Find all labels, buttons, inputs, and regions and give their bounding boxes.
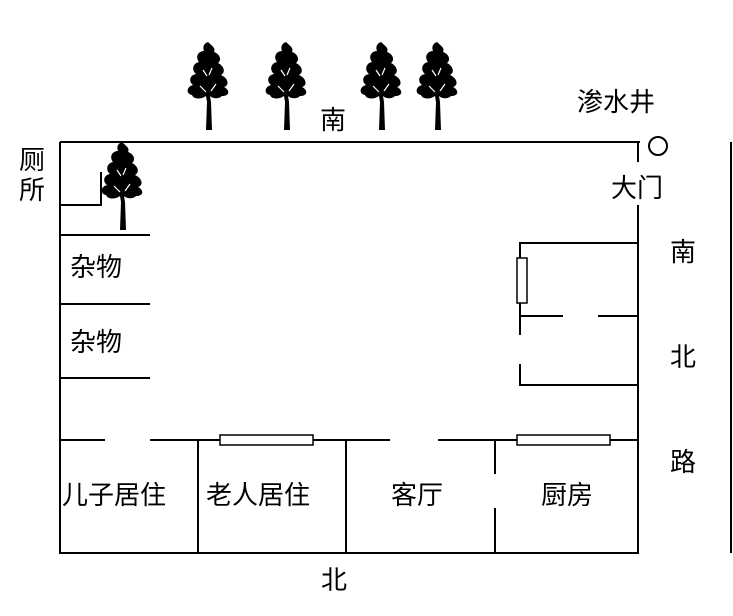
road-char-1: 南 xyxy=(670,238,697,268)
tree-icon xyxy=(360,41,402,131)
window xyxy=(516,257,528,304)
toilet-wall xyxy=(60,172,102,206)
storage-label-1: 杂物 xyxy=(70,253,123,283)
seepage-well-label: 渗水井 xyxy=(577,88,656,118)
tree-icon xyxy=(187,41,229,131)
circle-icon xyxy=(648,136,668,156)
window xyxy=(219,434,314,446)
toilet-label: 厕所 xyxy=(18,146,45,206)
storage-label-2: 杂物 xyxy=(70,328,123,358)
tree-icon xyxy=(101,141,143,231)
tree-icon xyxy=(416,41,458,131)
road-char-2: 北 xyxy=(670,343,697,373)
window xyxy=(516,434,611,446)
main-gate-label: 大门 xyxy=(611,174,664,204)
living-room-label: 客厅 xyxy=(391,481,444,511)
north-label-bottom: 北 xyxy=(321,566,348,596)
kitchen-label: 厨房 xyxy=(541,481,594,511)
gate-structure-top xyxy=(519,242,638,335)
south-label-top: 南 xyxy=(320,106,347,136)
gate-structure-bottom xyxy=(519,364,638,386)
tree-icon xyxy=(265,41,307,131)
elder-room-label: 老人居住 xyxy=(206,481,311,511)
outer-wall xyxy=(59,142,639,554)
road-char-3: 路 xyxy=(670,448,697,478)
son-room-label: 儿子居住 xyxy=(62,481,167,511)
